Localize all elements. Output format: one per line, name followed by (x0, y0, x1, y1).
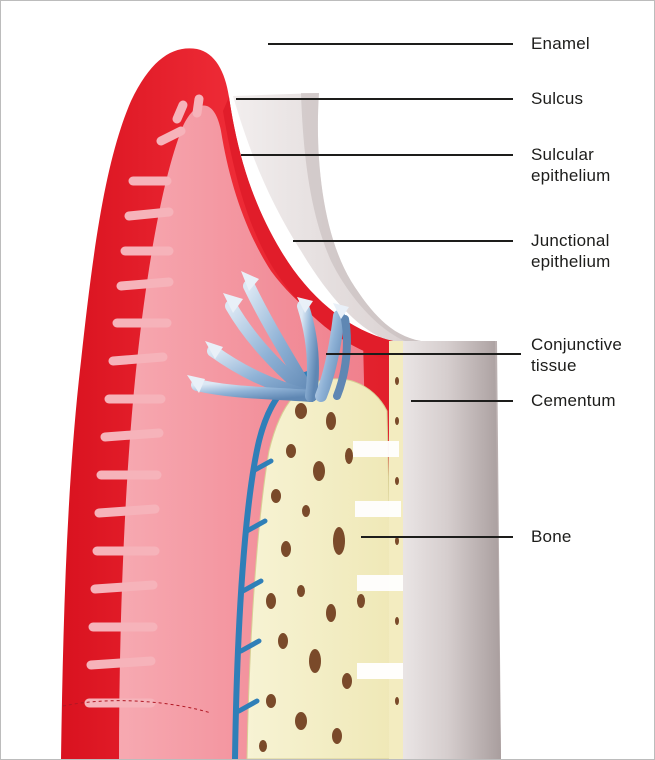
cementum-strip (389, 341, 403, 759)
label-cementum: Cementum (531, 390, 616, 411)
label-sulcular-epithelium: Sulcular epithelium (531, 144, 611, 186)
label-enamel: Enamel (531, 33, 590, 54)
label-bone: Bone (531, 526, 572, 547)
label-junctional-epithelium: Junctional epithelium (531, 230, 611, 272)
tooth-root (393, 341, 501, 759)
label-conjunctive-tissue: Conjunctive tissue (531, 334, 622, 376)
label-sulcus: Sulcus (531, 88, 583, 109)
